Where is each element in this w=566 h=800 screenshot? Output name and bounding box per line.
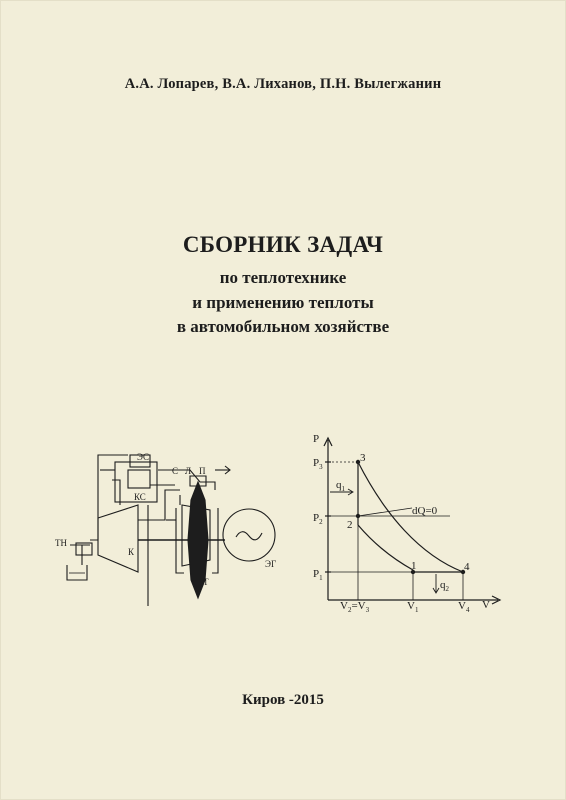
heat-label-q2: q2	[440, 579, 450, 593]
point-label-2: 2	[347, 519, 353, 531]
cycle-curve-2-1	[357, 524, 414, 571]
point-4	[460, 569, 466, 575]
adiabatic-label: dQ=0	[412, 505, 438, 517]
label-ks: КС	[134, 492, 146, 502]
combustion-chamber-shape	[114, 461, 158, 503]
axis-label-v: V	[482, 599, 490, 611]
label-es: ЭС	[137, 452, 149, 462]
label-tn: ТН	[55, 538, 67, 548]
heat-label-q1: q1	[336, 479, 346, 493]
point-label-4: 4	[464, 561, 470, 573]
label-l: Л	[185, 466, 191, 476]
subtitle-line-2: и применению теплоты	[192, 293, 374, 312]
tick-label-v2-v3: V2=V3	[340, 600, 370, 614]
point-label-3: 3	[360, 452, 366, 464]
point-1	[410, 569, 416, 575]
point-2	[355, 513, 361, 519]
label-k: К	[128, 547, 135, 557]
subtitle-line-1: по теплотехнике	[219, 268, 347, 287]
generator-shape	[222, 508, 276, 562]
label-p: П	[199, 466, 206, 476]
label-eg: ЭГ	[265, 559, 276, 569]
tick-label-p1: P1	[313, 568, 323, 582]
subtitle-line-3: в автомобильном хозяйстве	[176, 317, 390, 336]
compressor-shape	[97, 504, 139, 573]
city-year: Киров -2015	[242, 692, 324, 708]
point-label-1: 1	[411, 560, 417, 572]
authors: А.А. Лопарев, В.А. Лиханов, П.Н. Вылегжа…	[124, 76, 442, 92]
axis-label-p: P	[313, 433, 319, 445]
point-3	[355, 459, 361, 465]
tick-label-v4: V4	[458, 600, 470, 614]
tick-label-v1: V1	[407, 600, 419, 614]
turbine-wheel-shape	[187, 480, 209, 600]
label-s: С	[172, 466, 178, 476]
label-t: Т	[203, 577, 209, 587]
cycle-curve-3-4	[357, 461, 464, 573]
tick-label-p3: P3	[313, 457, 323, 471]
tick-label-p2: P2	[313, 512, 323, 526]
book-title: СБОРНИК ЗАДАЧ	[182, 232, 384, 257]
